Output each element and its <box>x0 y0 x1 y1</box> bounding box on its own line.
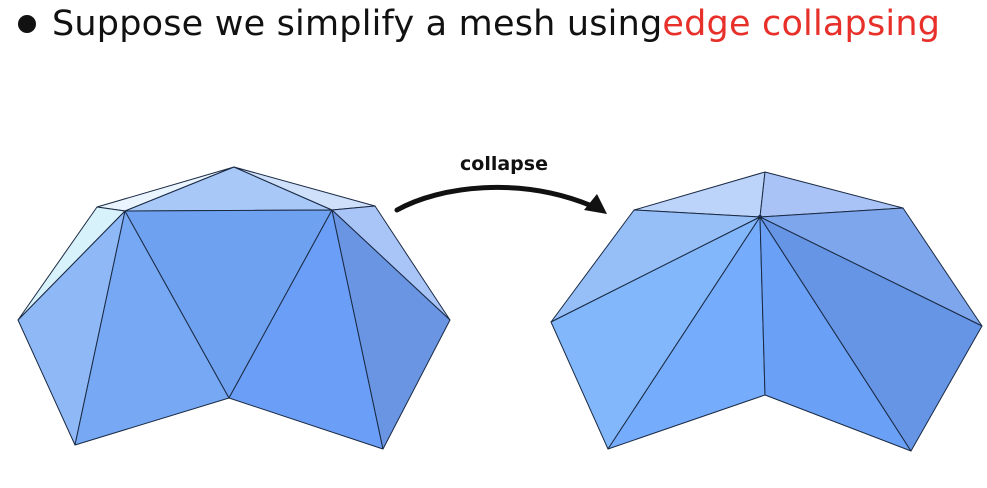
bullet-line: Suppose we simplify a mesh using edge co… <box>12 0 940 52</box>
highlight-text: edge collapsing <box>662 4 941 44</box>
bullet-text: Suppose we simplify a mesh using <box>52 4 663 44</box>
arrow-head-icon <box>584 194 607 214</box>
mesh-face <box>331 209 451 450</box>
mesh-before-collapse <box>17 166 451 450</box>
collapse-arrow: collapse <box>394 153 607 214</box>
mesh-face <box>633 171 766 218</box>
arrow-label: collapse <box>460 153 548 175</box>
mesh-face <box>759 216 983 452</box>
mesh-after-collapse <box>550 171 983 452</box>
bullet-dot-icon <box>18 15 36 33</box>
collapsed-vertex <box>758 215 762 219</box>
